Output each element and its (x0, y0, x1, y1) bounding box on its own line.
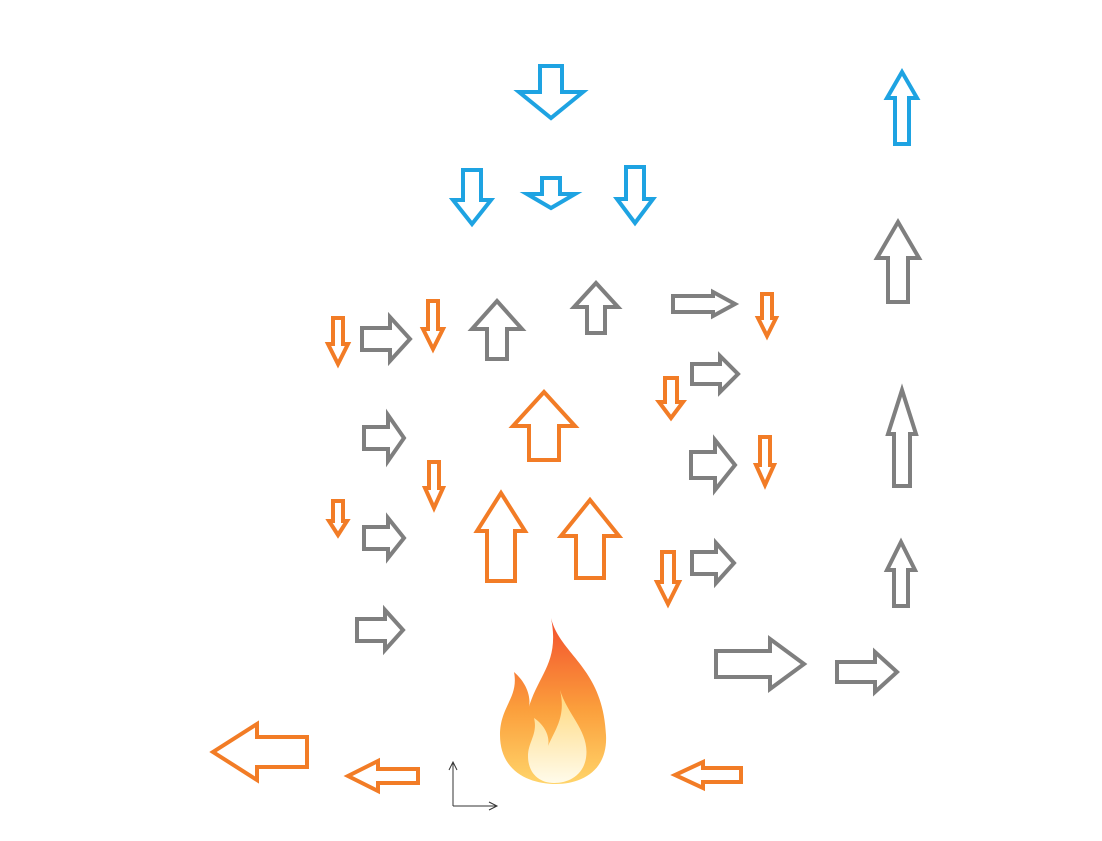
hot-gas-arrow (670, 758, 743, 792)
exhaust-arrow (689, 434, 738, 496)
exhaust-arrow (835, 647, 900, 697)
stove-walls (448, 22, 928, 811)
exhaust-arrow (467, 297, 527, 361)
hot-gas-arrow (655, 376, 687, 422)
exhaust-arrow (690, 537, 737, 589)
cold-air-arrow (883, 67, 921, 146)
flame-icon (500, 618, 607, 784)
hot-gas-arrow (421, 460, 447, 513)
hot-gas-arrow (209, 720, 309, 784)
hot-gas-arrow (324, 316, 352, 369)
hot-gas-arrow (556, 496, 624, 580)
hot-gas-arrow (754, 292, 780, 341)
cold-air-arrow (519, 176, 583, 211)
hot-gas-arrow (343, 757, 420, 795)
hot-gas-arrow (508, 389, 580, 462)
hot-gas-arrow (473, 489, 529, 583)
cold-air-arrow (448, 168, 496, 228)
hot-gas-arrow (419, 299, 447, 354)
hot-gas-arrow (653, 550, 683, 609)
hot-gas-arrow (325, 499, 351, 539)
exhaust-arrow (714, 635, 808, 693)
exhaust-arrow (360, 311, 413, 367)
cold-air-arrow (613, 165, 657, 227)
right-exchanger-wall (653, 324, 754, 806)
exhaust-arrow (355, 604, 406, 656)
chimney-wall (754, 22, 928, 718)
exhaust-arrow (885, 383, 919, 488)
outer-shell-right-slope (638, 150, 781, 626)
cold-air-arrow (513, 64, 589, 121)
hot-gas-arrow (752, 435, 778, 490)
flow-arrows (209, 64, 923, 795)
exhaust-arrow (671, 288, 740, 320)
origin-marker (448, 760, 499, 811)
exhaust-arrow (362, 512, 407, 564)
exhaust-arrow (873, 218, 923, 304)
flame-inner-shape (528, 690, 587, 783)
exhaust-arrow (569, 280, 623, 335)
exhaust-arrow (883, 537, 919, 608)
exhaust-arrow (690, 351, 741, 397)
exhaust-arrow (362, 408, 407, 468)
